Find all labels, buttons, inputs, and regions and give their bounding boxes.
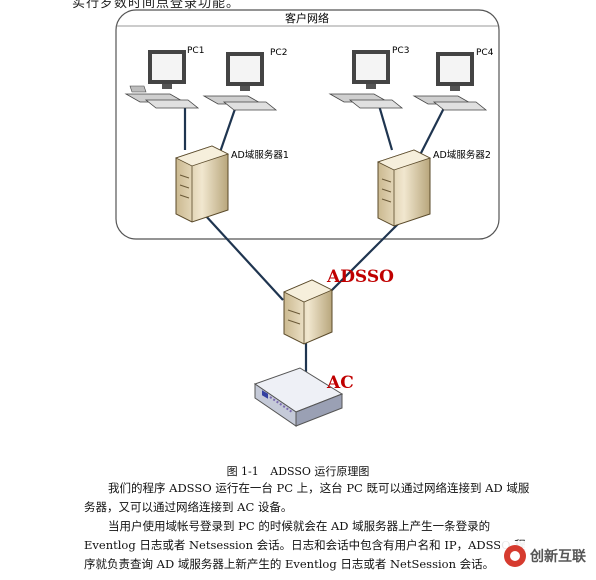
ad-server-2-label: AD域服务器2 — [433, 149, 491, 161]
pc1-icon — [124, 50, 200, 109]
watermark: 创新互联 — [500, 541, 596, 571]
network-diagram: 客户网络 PC1 PC2 PC — [115, 9, 500, 427]
figure-number: 图 1-1 — [226, 465, 259, 478]
top-text-fragment: 实行岁数时间点登录功能。 — [72, 0, 241, 11]
ad-server-2-icon — [376, 149, 432, 227]
pc4-icon — [412, 52, 488, 111]
pc4-label: PC4 — [476, 48, 494, 58]
pc2-icon — [202, 52, 278, 111]
network-links — [183, 101, 446, 375]
pc3-icon — [328, 50, 404, 109]
pc2-label: PC2 — [270, 48, 287, 58]
ad-server-1-label: AD域服务器1 — [231, 149, 289, 161]
ac-device-icon — [253, 367, 344, 427]
ac-label: AC — [326, 373, 354, 393]
watermark-logo-icon — [504, 545, 526, 567]
paragraph-1: 我们的程序 ADSSO 运行在一台 PC 上，这台 PC 既可以通过网络连接到 … — [84, 481, 530, 514]
pc3-label: PC3 — [392, 46, 409, 56]
paragraph-2: 当用户使用域帐号登录到 PC 的时候就会在 AD 域服务器上产生一条登录的 Ev… — [84, 519, 526, 571]
figure-caption: 图 1-1 ADSSO 运行原理图 — [0, 463, 596, 479]
client-network-label: 客户网络 — [285, 11, 329, 25]
adsso-label: ADSSO — [326, 267, 394, 287]
pc1-label: PC1 — [187, 46, 204, 56]
ad-server-1-icon — [174, 145, 230, 223]
adsso-server-icon — [283, 279, 333, 345]
client-network-box — [115, 9, 500, 240]
figure-title: ADSSO 运行原理图 — [270, 465, 370, 478]
watermark-text: 创新互联 — [530, 549, 586, 565]
